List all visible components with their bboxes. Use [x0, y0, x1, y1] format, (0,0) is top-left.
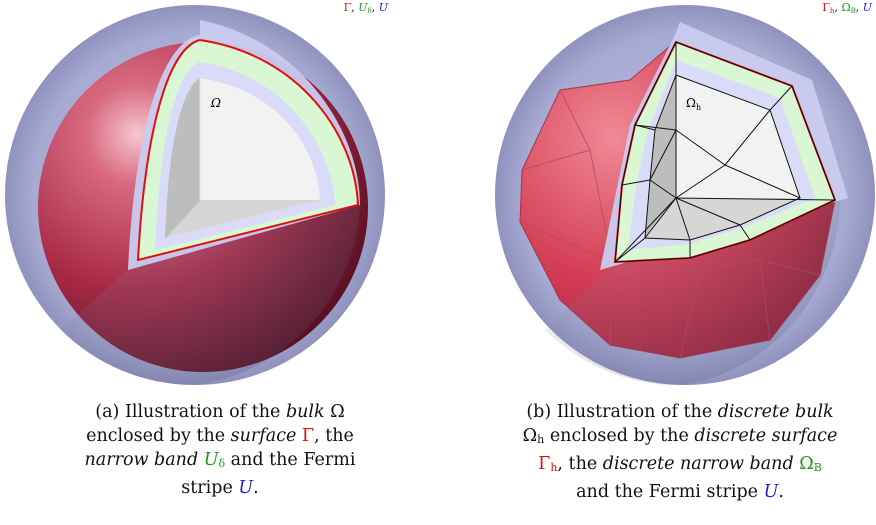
caption-b-line-2: Ωh enclosed by the discrete surface: [522, 426, 838, 446]
legend-narrow-band: Uδ: [358, 1, 372, 15]
bulk-label: Ω: [210, 96, 221, 110]
caption-b-line-1: (b) Illustration of the discrete bulk: [526, 402, 834, 422]
legend-fermi-stripe: U: [378, 1, 388, 14]
legend-fermi-stripe: U: [862, 1, 872, 14]
legend-sep: ,: [351, 1, 359, 14]
caption-a-line-2: enclosed by the surface Γ, the: [86, 426, 354, 446]
caption-b-line-4: and the Fermi stripe U.: [576, 482, 784, 502]
figure-a-legend: Γ, Uδ, U: [344, 1, 388, 15]
legend-surface: Γ: [343, 1, 352, 14]
bulk-face-left: [165, 78, 200, 238]
figure-b-legend: Γh, ΩB, U: [822, 1, 872, 15]
caption-b-line-3: Γh, the discrete narrow band ΩB: [538, 454, 822, 474]
caption-a-line-1: (a) Illustration of the bulk Ω: [95, 402, 345, 422]
legend-sep: ,: [371, 1, 379, 14]
bulk-face-left: [645, 75, 676, 238]
legend-discrete-surface: Γh: [822, 1, 835, 15]
caption-a: (a) Illustration of the bulk Ω enclosed …: [30, 400, 410, 500]
bulk-face-bottom: [165, 200, 320, 238]
discrete-mesh: [614, 41, 836, 263]
caption-a-line-3: narrow band Uδ and the Fermi: [84, 450, 356, 470]
surface-outline: [136, 38, 360, 262]
bulk-face-bottom: [645, 198, 800, 240]
figure-b-illustration: [495, 5, 875, 386]
discrete-bulk-label: Ωh: [686, 96, 701, 112]
caption-a-line-4: stripe U.: [181, 478, 259, 498]
legend-discrete-narrow-band: ΩB: [841, 1, 856, 15]
caption-b: (b) Illustration of the discrete bulk Ωh…: [490, 400, 870, 504]
lower-shadow: [60, 205, 360, 386]
legend-sep: ,: [834, 1, 842, 14]
legend-sep: ,: [855, 1, 863, 14]
figure-a-illustration: [5, 5, 385, 386]
bulk-face-top: [676, 75, 800, 198]
lower-shadow: [545, 200, 840, 386]
bulk-face-top: [200, 78, 320, 200]
